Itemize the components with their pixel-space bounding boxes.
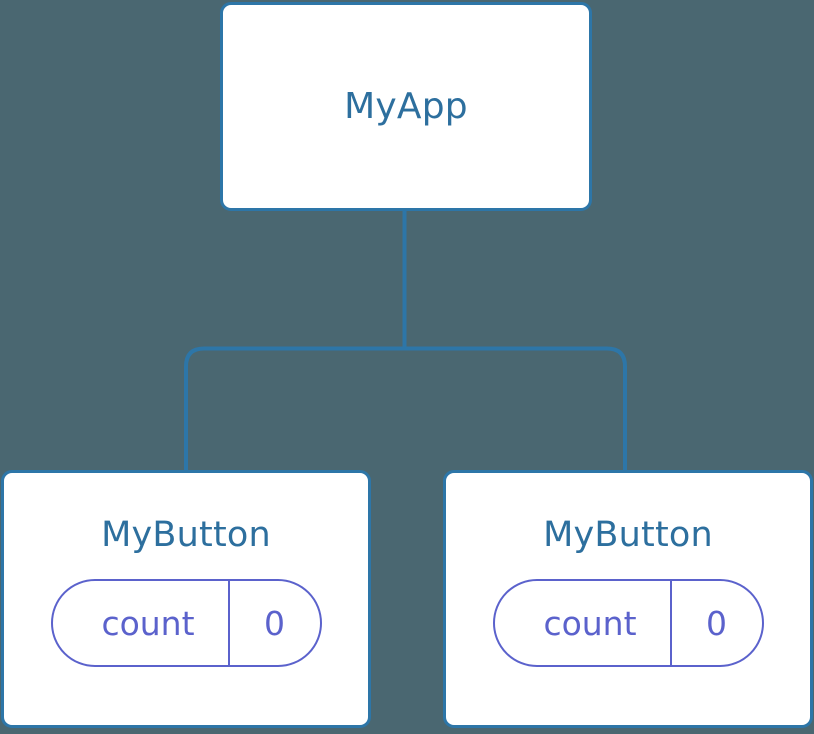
state-pill-key: count [101, 603, 195, 643]
state-pill[interactable]: count 0 [50, 579, 322, 667]
tree-node-child-right[interactable]: MyButton count 0 [443, 470, 813, 728]
node-title: MyApp [344, 85, 468, 127]
state-pill-value: 0 [227, 581, 320, 665]
edge-root-to-child-left [184, 346, 405, 472]
state-pill-value: 0 [669, 581, 762, 665]
state-pill-key: count [543, 603, 637, 643]
edge-root-to-child-right [404, 346, 627, 472]
tree-node-root[interactable]: MyApp [220, 2, 592, 211]
node-title: MyButton [543, 515, 713, 555]
state-pill[interactable]: count 0 [492, 579, 764, 667]
tree-node-child-left[interactable]: MyButton count 0 [1, 470, 371, 728]
node-title: MyButton [101, 515, 271, 555]
